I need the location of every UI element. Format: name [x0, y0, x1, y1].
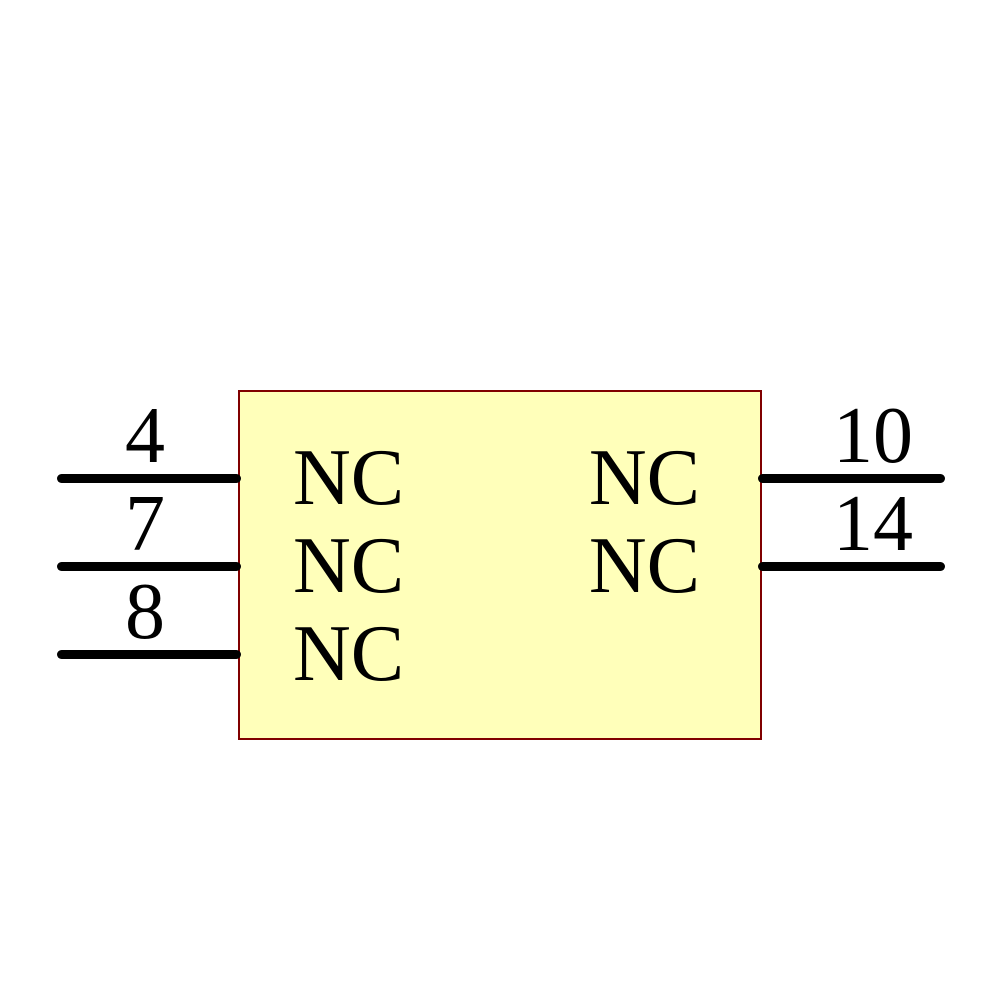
pin-number: 4: [125, 392, 165, 480]
pin-name: NC: [293, 522, 405, 610]
pin-number: 10: [833, 392, 913, 480]
pin-number: 14: [833, 480, 913, 568]
pin-name: NC: [588, 434, 700, 522]
pin-line-left-1[interactable]: [57, 474, 241, 483]
pin-number: 8: [125, 568, 165, 656]
pin-line-left-3[interactable]: [57, 650, 241, 659]
pin-name: NC: [293, 610, 405, 698]
pin-name: NC: [588, 522, 700, 610]
pin-line-right-2[interactable]: [758, 562, 945, 571]
pin-name: NC: [293, 434, 405, 522]
pin-line-left-2[interactable]: [57, 562, 241, 571]
component-body[interactable]: [238, 390, 762, 740]
pin-number: 7: [125, 480, 165, 568]
pin-line-right-1[interactable]: [758, 474, 945, 483]
